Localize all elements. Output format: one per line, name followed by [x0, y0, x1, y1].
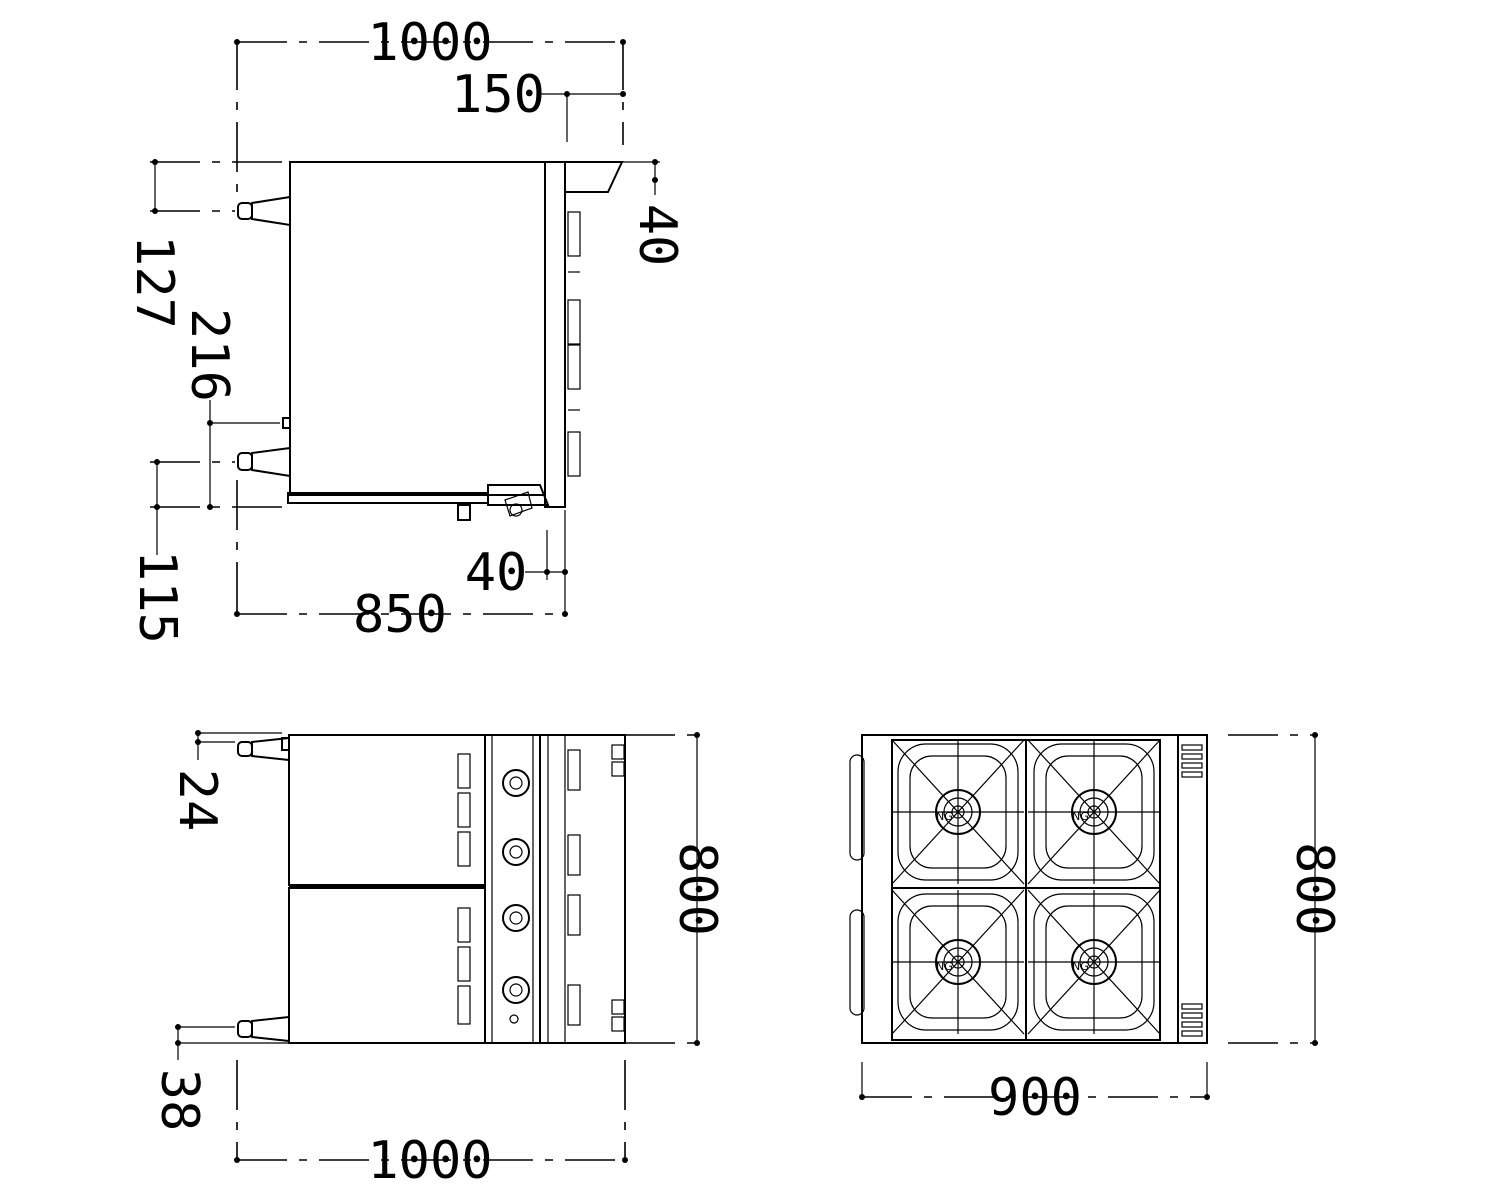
- side-drain: [457, 504, 471, 521]
- side-dim-40-top: 40: [627, 204, 687, 267]
- front-lower-leg: [237, 1015, 290, 1043]
- front-door-vents: [457, 753, 471, 1025]
- front-side-panel: [539, 734, 626, 1044]
- burner-2-mark: NG: [1072, 810, 1089, 823]
- knob-2: [502, 838, 530, 866]
- burner-3: NG: [891, 889, 1025, 1035]
- burner-4: NG: [1027, 889, 1161, 1035]
- front-dim-800: 800: [667, 842, 727, 936]
- side-top-overhang: [545, 161, 624, 193]
- side-lower-leg: [237, 446, 291, 478]
- front-upper-door: [288, 734, 486, 886]
- front-lower-door: [288, 887, 486, 1044]
- side-upper-leg: [237, 195, 291, 227]
- burner-3-mark: NG: [936, 960, 953, 973]
- front-knobs: [502, 769, 530, 1024]
- top-dim-900: 900: [988, 1068, 1082, 1128]
- top-vents: [1181, 744, 1203, 1037]
- side-dim-1000: 1000: [367, 13, 492, 73]
- side-dim-150: 150: [451, 65, 545, 125]
- front-side-slots: [567, 749, 581, 1026]
- side-dim-127: 127: [124, 235, 184, 329]
- knob-4: [502, 976, 530, 1004]
- pilot-light: [509, 1014, 519, 1024]
- top-dim-800: 800: [1284, 842, 1344, 936]
- top-outline: [861, 734, 1208, 1044]
- front-dim-1000: 1000: [367, 1131, 492, 1191]
- front-upper-leg: [237, 736, 290, 762]
- side-cabinet: [289, 161, 546, 496]
- side-dim-40-front: 40: [465, 543, 528, 603]
- side-view: 1000 150 40 127 216 40 850 115: [124, 13, 687, 645]
- front-vent-ticks: [611, 744, 625, 1032]
- burner-1: NG: [891, 739, 1025, 885]
- top-view: NG NG NG NG: [849, 732, 1344, 1128]
- burner-1-mark: NG: [936, 810, 953, 823]
- front-dim-38: 38: [149, 1069, 209, 1132]
- side-control-panel: [544, 161, 566, 508]
- top-knob-outlines: [849, 754, 865, 1016]
- side-front-trim: [487, 484, 550, 506]
- burner-2: NG: [1027, 739, 1161, 885]
- side-clip: [282, 417, 291, 429]
- front-control-panel: [484, 734, 541, 1044]
- side-dim-216: 216: [179, 308, 239, 402]
- knob-1: [502, 769, 530, 797]
- side-knob-detail: [504, 491, 533, 517]
- side-dim-850: 850: [353, 585, 447, 645]
- burner-4-mark: NG: [1072, 960, 1089, 973]
- front-view: 24 800 38 1000: [149, 730, 727, 1191]
- knob-3: [502, 904, 530, 932]
- side-knob-slots: [567, 211, 581, 477]
- front-dim-24: 24: [167, 769, 227, 832]
- side-dim-115: 115: [127, 550, 187, 644]
